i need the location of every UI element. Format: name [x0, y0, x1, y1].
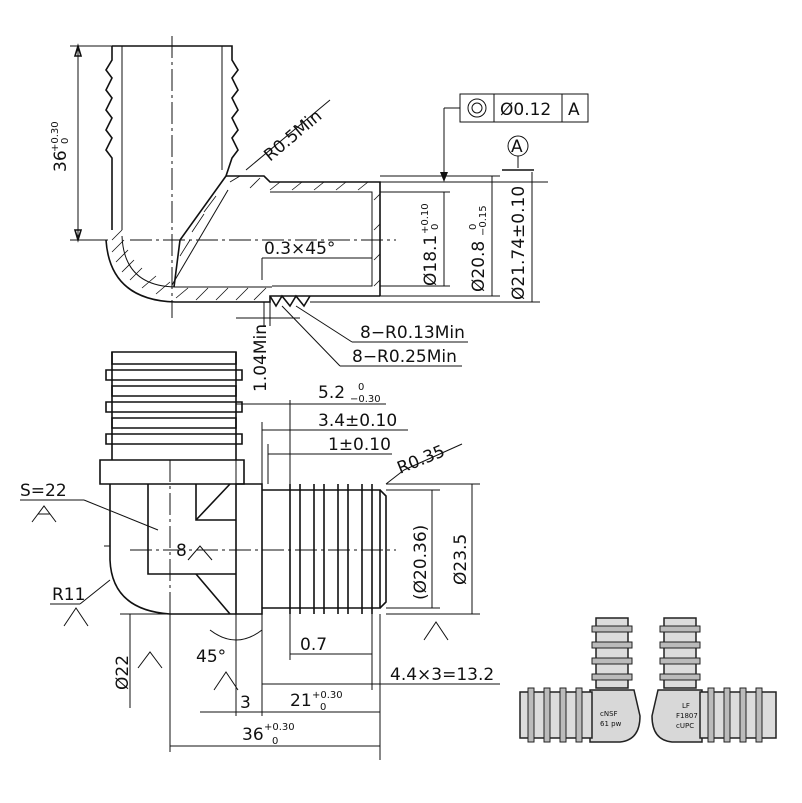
datum-symbol: A — [502, 135, 534, 171]
dim-21-tol-upper: +0.30 — [312, 690, 343, 701]
gdt-datum: A — [568, 100, 580, 120]
dim-5-2-label: 5.2 — [318, 383, 345, 403]
gdt-frame: Ø0.12 A — [440, 93, 589, 182]
dim-inner-label: (Ø20.36) — [411, 525, 431, 600]
dim-36-tol-upper: +0.30 — [264, 722, 295, 733]
top-section-view: 36 +0.30 0 R0.5Min 0.3×45° Ø18.1 +0.10 0 — [50, 36, 589, 392]
dim-od1-tol-upper: 0 — [468, 224, 479, 230]
product-illustration-left: cNSF 61 pw — [519, 617, 641, 743]
right-marking-3: cUPC — [676, 722, 694, 730]
bottom-exterior-view: 5.2 0 −0.30 3.4±0.10 1±0.10 R0.35 S=22 8… — [20, 351, 500, 760]
radius-min-label: R0.5Min — [260, 106, 326, 166]
right-marking-1: LF — [682, 702, 690, 710]
dim-5-2-tol-upper: 0 — [358, 382, 364, 393]
radius-r11-label: R11 — [52, 585, 85, 605]
dim-5-2-tol-lower: −0.30 — [350, 394, 381, 405]
barb-radius-1: 8−R0.13Min — [360, 323, 465, 343]
dim-outer-label: Ø23.5 — [451, 534, 471, 585]
angle-label: 45° — [196, 647, 226, 667]
dim-height-tol-upper: +0.30 — [50, 121, 61, 152]
dim-36-label: 36 — [242, 725, 264, 745]
dim-od2-label: Ø21.74±0.10 — [509, 186, 529, 300]
dim-22-label: Ø22 — [113, 655, 133, 690]
dim-od1-tol-lower: −0.15 — [478, 205, 489, 236]
gdt-value: Ø0.12 — [500, 100, 551, 120]
product-illustration-right: LF F1807 cUPC — [651, 617, 777, 743]
dim-bore-tol-upper: +0.10 — [420, 203, 431, 234]
left-marking-1: cNSF — [600, 710, 618, 718]
barb-radius-2: 8−R0.25Min — [352, 347, 457, 367]
dim-3-4-label: 3.4±0.10 — [318, 411, 397, 431]
dim-height-label: 36 — [51, 150, 71, 172]
left-marking-2: 61 pw — [600, 720, 622, 728]
concentricity-icon — [467, 98, 487, 118]
dim-21-tol-lower: 0 — [320, 702, 326, 713]
chamfer-label: 0.3×45° — [264, 239, 335, 259]
dim-height-tol-lower: 0 — [60, 138, 71, 144]
dim-bore-label: Ø18.1 — [421, 235, 441, 286]
dim-pitch-label: 4.4×3=13.2 — [390, 665, 494, 685]
dim-0-7-label: 0.7 — [300, 635, 327, 655]
dim-bore-tol-lower: 0 — [430, 224, 441, 230]
datum-a-label: A — [511, 137, 523, 157]
dim-36-tol-lower: 0 — [272, 736, 278, 747]
right-marking-2: F1807 — [676, 712, 698, 720]
hex-size-label: S=22 — [20, 481, 67, 501]
dim-od1-label: Ø20.8 — [469, 241, 489, 292]
min-length-label: 1.04Min — [251, 324, 271, 392]
radius-035-label: R0.35 — [394, 441, 448, 478]
dim-3-label: 3 — [240, 693, 251, 713]
dim-1-label: 1±0.10 — [328, 435, 391, 455]
dim-21-label: 21 — [290, 691, 312, 711]
dim-8-label: 8 — [176, 541, 187, 561]
